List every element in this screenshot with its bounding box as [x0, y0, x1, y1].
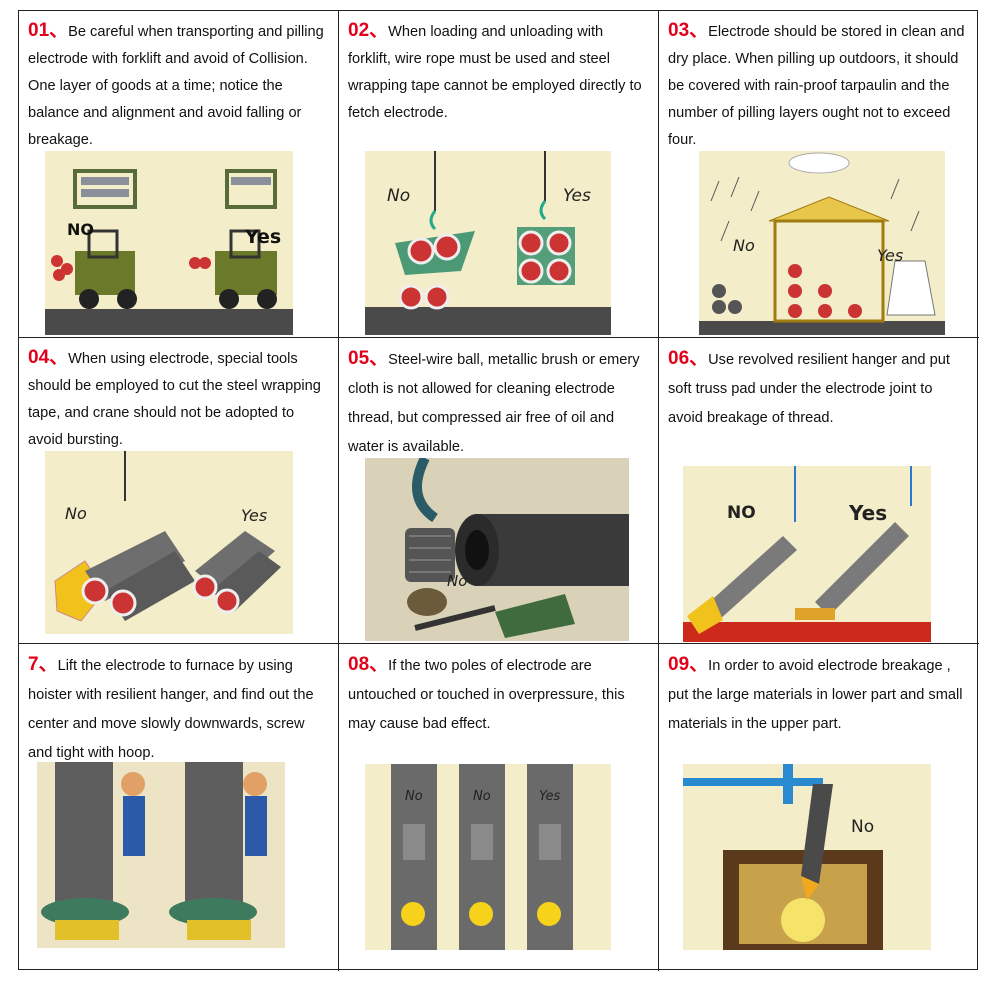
- cell-04-no-label: No: [65, 504, 87, 523]
- cell-03-no-label: No: [733, 236, 755, 255]
- cell-07-text: 7、Lift the electrode to furnace by using…: [28, 650, 330, 768]
- cell-07-number: 7、: [28, 654, 58, 675]
- cell-01-number: 01、: [28, 20, 69, 41]
- cell-08-number: 08、: [348, 654, 389, 675]
- cell-02-body: When loading and unloading with forklift…: [348, 24, 642, 121]
- cell-04-number: 04、: [28, 347, 69, 368]
- cell-03-yes-label: Yes: [877, 246, 903, 265]
- cell-05-illustration: No: [365, 458, 629, 641]
- cell-09-number: 09、: [668, 654, 709, 675]
- cell-04: 04、When using electrode, special tools s…: [19, 338, 339, 644]
- cell-08: 08、If the two poles of electrode are unt…: [339, 644, 659, 971]
- cell-04-yes-label: Yes: [241, 506, 267, 525]
- cell-02-no-label: No: [387, 186, 410, 206]
- cell-09: 09、In order to avoid electrode breakage …: [659, 644, 979, 971]
- cell-07: 7、Lift the electrode to furnace by using…: [19, 644, 339, 971]
- cell-01: 01、Be careful when transporting and pill…: [19, 11, 339, 338]
- cell-08-no-label-2: No: [473, 789, 491, 804]
- cell-07-body: Lift the electrode to furnace by using h…: [28, 658, 314, 761]
- cell-08-body: If the two poles of electrode are untouc…: [348, 658, 625, 732]
- cell-06-yes-label: Yes: [848, 501, 887, 525]
- cell-06-text: 06、Use revolved resilient hanger and put…: [668, 344, 971, 433]
- cell-09-no-label: No: [851, 817, 874, 837]
- cell-05-body: Steel-wire ball, metallic brush or emery…: [348, 352, 640, 455]
- cell-07-illustration: [37, 762, 285, 948]
- cell-05-no-label: No: [447, 572, 467, 590]
- cell-05-number: 05、: [348, 348, 389, 369]
- cell-01-illustration: NO Yes: [45, 151, 293, 335]
- cell-03-illustration: No Yes: [699, 151, 945, 335]
- cell-09-text: 09、In order to avoid electrode breakage …: [668, 650, 971, 739]
- cell-05-text: 05、Steel-wire ball, metallic brush or em…: [348, 344, 650, 462]
- cell-03-body: Electrode should be stored in clean and …: [668, 24, 965, 148]
- cell-09-body: In order to avoid electrode breakage , p…: [668, 658, 963, 732]
- cell-01-body: Be careful when transporting and pilling…: [28, 24, 324, 148]
- cell-05: 05、Steel-wire ball, metallic brush or em…: [339, 338, 659, 644]
- electrode-handling-grid: 01、Be careful when transporting and pill…: [18, 10, 979, 971]
- cell-08-no-label: No: [405, 789, 423, 804]
- cell-08-illustration: No No Yes: [365, 764, 611, 950]
- cell-02-number: 02、: [348, 20, 389, 41]
- cell-01-yes-label: Yes: [244, 226, 281, 248]
- cell-03: 03、Electrode should be stored in clean a…: [659, 11, 979, 338]
- cell-02-yes-label: Yes: [563, 186, 591, 206]
- cell-06-number: 06、: [668, 348, 709, 369]
- cell-02-text: 02、When loading and unloading with forkl…: [348, 17, 650, 127]
- cell-01-no-label: NO: [67, 220, 94, 239]
- cell-03-number: 03、: [668, 20, 709, 41]
- cell-04-text: 04、When using electrode, special tools s…: [28, 344, 330, 454]
- cell-04-illustration: No Yes: [45, 451, 293, 634]
- cell-01-text: 01、Be careful when transporting and pill…: [28, 17, 330, 154]
- cell-06-no-label: NO: [727, 503, 756, 523]
- cell-03-text: 03、Electrode should be stored in clean a…: [668, 17, 971, 154]
- cell-02: 02、When loading and unloading with forkl…: [339, 11, 659, 338]
- cell-06-body: Use revolved resilient hanger and put so…: [668, 352, 950, 426]
- cell-09-illustration: No: [683, 764, 931, 950]
- cell-08-text: 08、If the two poles of electrode are unt…: [348, 650, 650, 739]
- cell-08-yes-label: Yes: [539, 789, 561, 804]
- cell-04-body: When using electrode, special tools shou…: [28, 351, 321, 448]
- cell-06-illustration: NO Yes: [683, 466, 931, 642]
- cell-02-illustration: No Yes: [365, 151, 611, 335]
- cell-06: 06、Use revolved resilient hanger and put…: [659, 338, 979, 644]
